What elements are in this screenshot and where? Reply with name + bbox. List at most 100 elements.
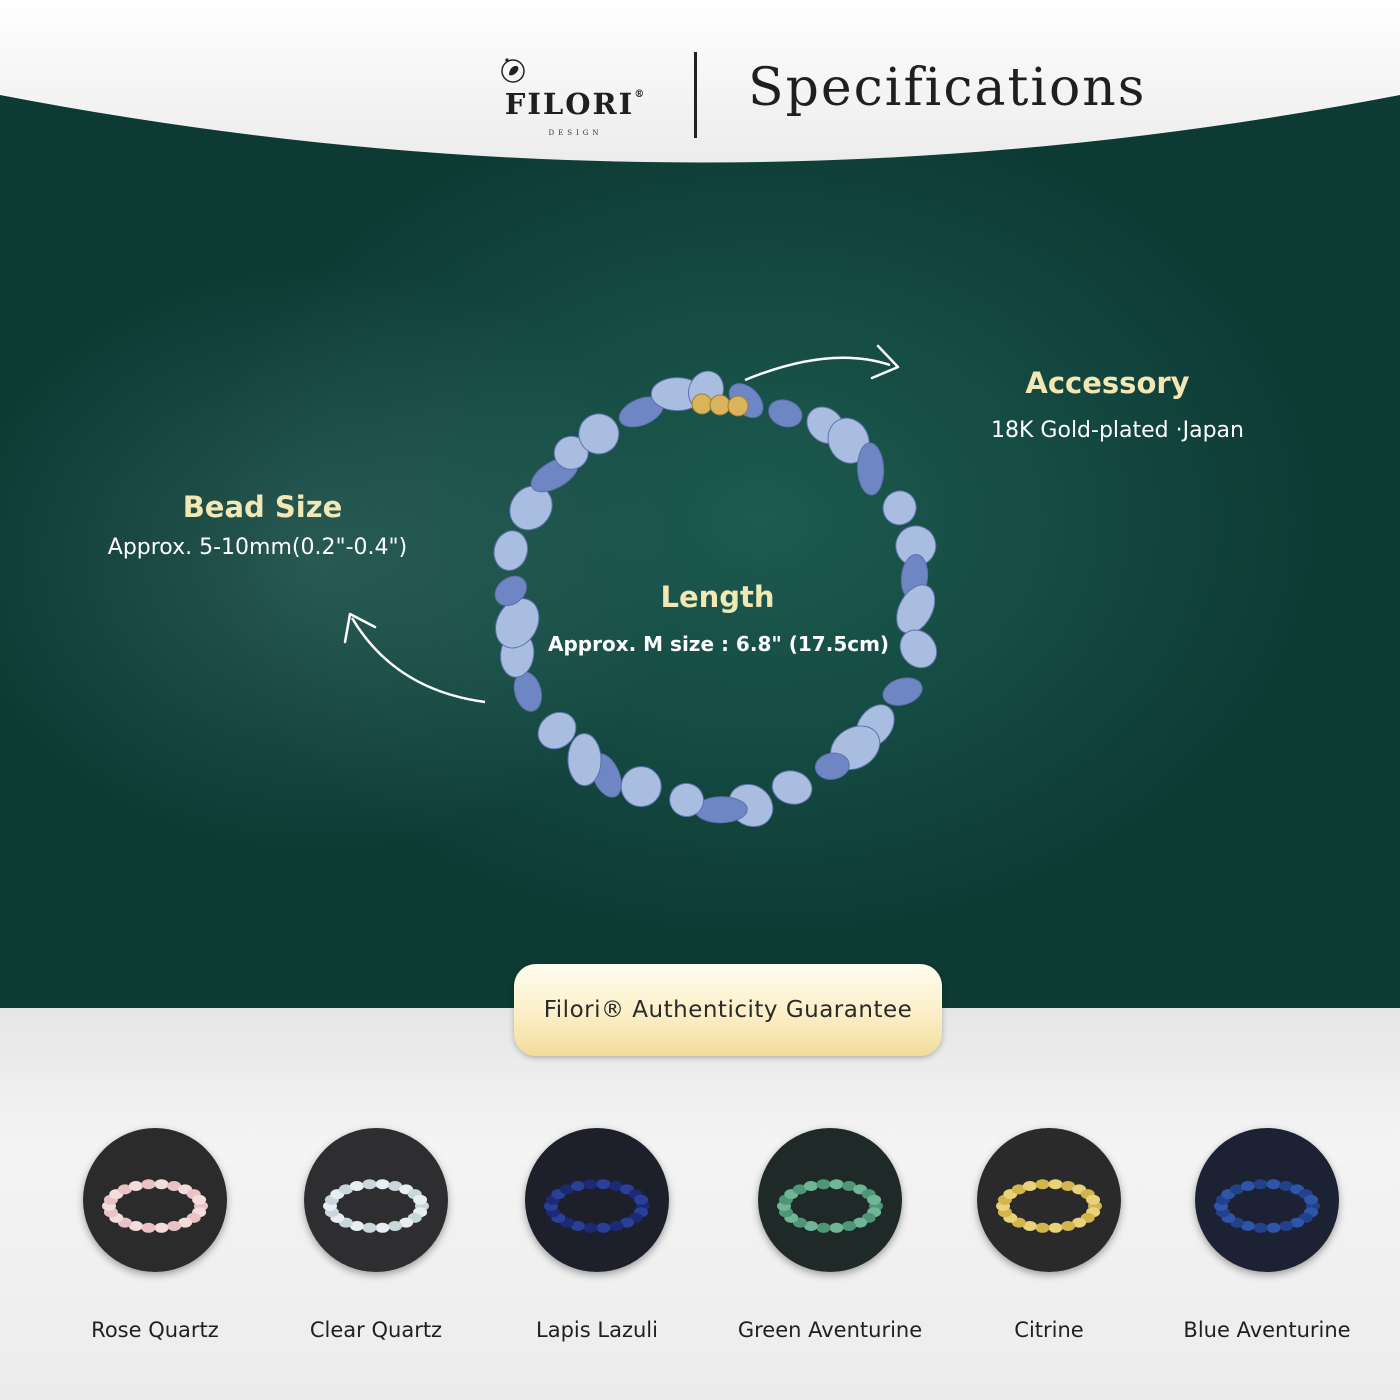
gold-spacer-bead [727,395,749,417]
bracelet-bead [882,677,923,706]
variants-section [0,1008,1400,1400]
variant-bracelet-image [977,1128,1121,1272]
variant-bead [388,1221,403,1231]
brand-sub: DESIGN [548,129,603,137]
variant-bead [570,1181,585,1191]
variant-bracelet-image [525,1128,669,1272]
variant-bead [1279,1181,1294,1191]
brand-emblem-icon [501,58,525,83]
variant-bead [1253,1179,1268,1190]
variant-bead [375,1179,390,1190]
bracelet-bead [494,575,527,607]
bracelet-bead [768,399,803,428]
variant-bead [117,1184,132,1195]
bracelet-bead [620,766,662,808]
variant-bead [167,1221,182,1231]
bracelet-bead [857,442,885,496]
variant-bead [362,1222,377,1233]
variant-bead [1240,1181,1255,1191]
variant-bead [620,1217,635,1228]
accessory-label: Accessory [1025,366,1190,400]
authenticity-guarantee-badge: Filori® Authenticity Guarantee [514,964,942,1056]
variant-bead [634,1194,649,1205]
variant-bead [829,1222,844,1233]
variant-bracelet-image [758,1128,902,1272]
variant-label: Clear Quartz [309,1318,443,1342]
variant-bead [349,1221,364,1231]
variant-bead [1061,1221,1076,1231]
variant-bead [853,1217,868,1228]
variant-thumbnail[interactable] [977,1128,1121,1272]
header-curve [0,0,1400,163]
variant-bead [375,1222,390,1233]
variant-bead [596,1222,611,1233]
variant-bead [1266,1179,1281,1190]
header: FILORI® DESIGN Specifications [0,0,1400,180]
variant-bead [1304,1194,1319,1205]
variant-bracelet-image [83,1128,227,1272]
variant-bead [570,1221,585,1231]
variant-bead [1022,1221,1037,1231]
variant-bead [1086,1194,1101,1205]
variant-label: Lapis Lazuli [536,1318,658,1342]
variant-bead [583,1222,598,1233]
variant-thumbnail[interactable] [758,1128,902,1272]
variant-thumbnail[interactable] [525,1128,669,1272]
variant-bead [362,1179,377,1190]
variant-bead [178,1217,193,1228]
variant-bead [141,1222,156,1233]
gold-spacer-bead [709,394,731,416]
variant-bead [803,1221,818,1231]
variant-bead [388,1181,403,1191]
variant-bead [154,1222,169,1233]
bracelet-bead [899,629,938,669]
variant-bead [399,1217,414,1228]
variant-bead [829,1179,844,1190]
variant-bead [816,1222,831,1233]
variant-thumbnail[interactable] [304,1128,448,1272]
variant-thumbnail[interactable] [1195,1128,1339,1272]
variant-bead [1279,1221,1294,1231]
bracelet-bead [896,584,936,634]
bead-size-label: Bead Size [182,490,343,524]
bracelet-bead [578,413,620,455]
variant-bead [1035,1179,1050,1190]
header-divider [694,52,697,138]
length-value: Approx. M size : 6.8" (17.5cm) [548,632,890,656]
variant-bead [1011,1184,1026,1195]
variant-bead [609,1221,624,1231]
bracelet-bead [537,711,577,750]
variant-thumbnail[interactable] [83,1128,227,1272]
variant-bead [1048,1222,1063,1233]
variant-bead [128,1221,143,1231]
variant-bead [1266,1222,1281,1233]
variant-bead [413,1194,428,1205]
variant-bead [1229,1184,1244,1195]
variant-bead [583,1179,598,1190]
variant-bead [1022,1181,1037,1191]
variant-bead [803,1181,818,1191]
annotation-arrows [343,344,900,704]
variant-bracelet-image [304,1128,448,1272]
variant-bead [842,1181,857,1191]
bracelet-bead [771,770,813,805]
variant-bead [842,1221,857,1231]
variant-label: Green Aventurine [737,1318,923,1342]
variant-bracelet-image [1195,1128,1339,1272]
bracelet-bead [669,782,705,818]
variant-bead [1253,1222,1268,1233]
hero-background [0,0,1400,1010]
variant-bead [1240,1221,1255,1231]
bracelet-bead [567,733,602,787]
variant-bead [792,1184,807,1195]
variant-bead [167,1181,182,1191]
variant-bead [1290,1217,1305,1228]
brand-logo: FILORI® DESIGN [498,55,653,140]
variant-bead [596,1179,611,1190]
variant-bead [192,1194,207,1205]
variant-label: Citrine [1014,1318,1084,1342]
variant-bead [867,1194,882,1205]
variant-bead [1035,1222,1050,1233]
page-title: Specifications [748,58,1147,118]
variant-bead [349,1181,364,1191]
